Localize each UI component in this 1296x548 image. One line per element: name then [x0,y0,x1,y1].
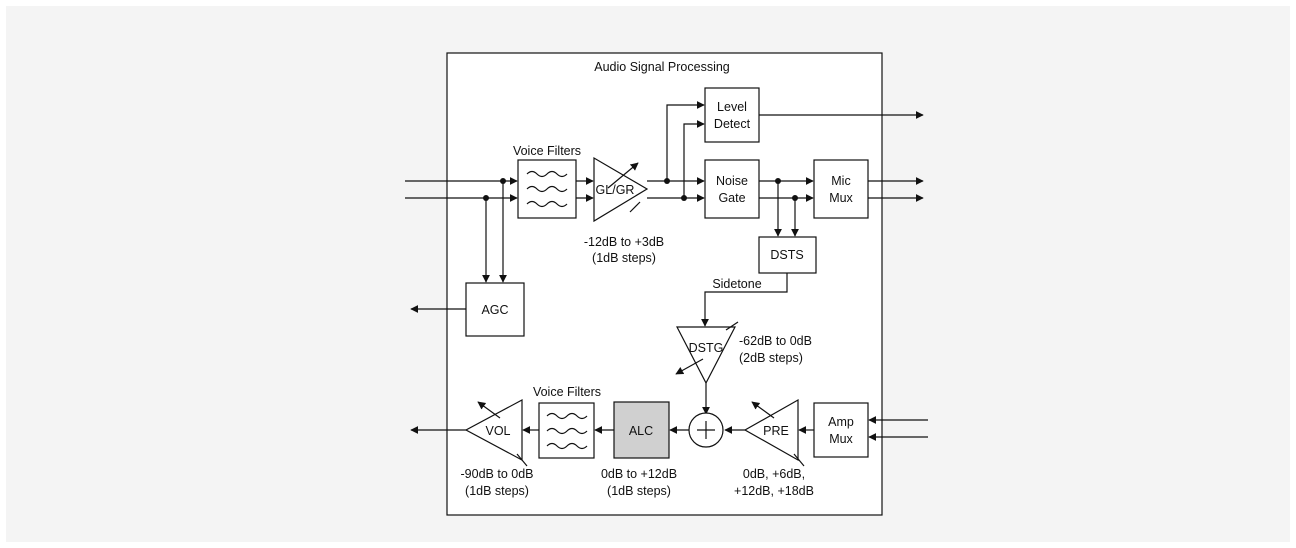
level-detect-label-2: Detect [714,117,751,131]
noise-gate-block [704,159,760,219]
voice-filters-bottom-label: Voice Filters [533,385,601,399]
agc-block [465,282,525,337]
vol-amplifier [464,398,523,462]
vol-range-line1: -90dB to 0dB [461,467,534,481]
dsts-label: DSTS [770,248,803,262]
mic-mux-block [813,159,869,219]
amp-mux-label-1: Amp [828,415,854,429]
vol-adjust-arrow [477,401,501,419]
mic-mux-label-1: Mic [831,174,850,188]
mic-mux-label-2: Mux [829,191,853,205]
vol-control-tick [516,453,528,467]
dstg-amplifier [676,326,736,385]
gl-gr-range-line1: -12dB to +3dB [584,235,664,249]
voice-filters-top-label: Voice Filters [513,144,581,158]
dstg-control-tick [725,321,739,331]
sidetone-path [701,273,788,327]
sidetone-label: Sidetone [712,277,761,291]
pre-range-line2: +12dB, +18dB [734,484,814,498]
pre-amplifier [743,398,799,462]
alc-label: ALC [629,424,653,438]
dstg-range-line1: -62dB to 0dB [739,334,812,348]
dstg-range-line2: (2dB steps) [739,351,803,365]
level-detect-block [704,87,760,143]
pre-label: PRE [763,424,789,438]
amp-mux-block [813,402,869,458]
vol-range-line2: (1dB steps) [465,484,529,498]
gl-gr-range-line2: (1dB steps) [592,251,656,265]
gl-gr-control-tick [629,201,641,213]
filter-wave-icon [526,170,568,208]
alc-block [613,401,670,459]
alc-range-line2: (1dB steps) [607,484,671,498]
agc-label: AGC [481,303,508,317]
dstg-label: DSTG [689,341,724,355]
noise-gate-label-1: Noise [716,174,748,188]
amp-mux-label-2: Mux [829,432,853,446]
dsts-block [758,236,817,274]
gl-gr-amplifier [593,156,649,223]
filter-wave-icon [546,412,588,450]
pre-range-line1: 0dB, +6dB, [743,467,805,481]
plus-icon [697,421,715,439]
pre-control-tick [793,453,805,467]
alc-range-line1: 0dB to +12dB [601,467,677,481]
level-detect-label-1: Level [717,100,747,114]
noise-gate-label-2: Gate [718,191,745,205]
diagram-title: Audio Signal Processing [594,60,730,74]
vol-label: VOL [485,424,510,438]
dstg-adjust-arrow [675,358,704,375]
level-detect-feed-1 [666,101,705,181]
gl-gr-adjust-arrow [607,162,639,189]
gl-gr-label: GL/GR [596,183,635,197]
pre-adjust-arrow [751,401,775,419]
level-detect-feed-2 [683,120,705,198]
